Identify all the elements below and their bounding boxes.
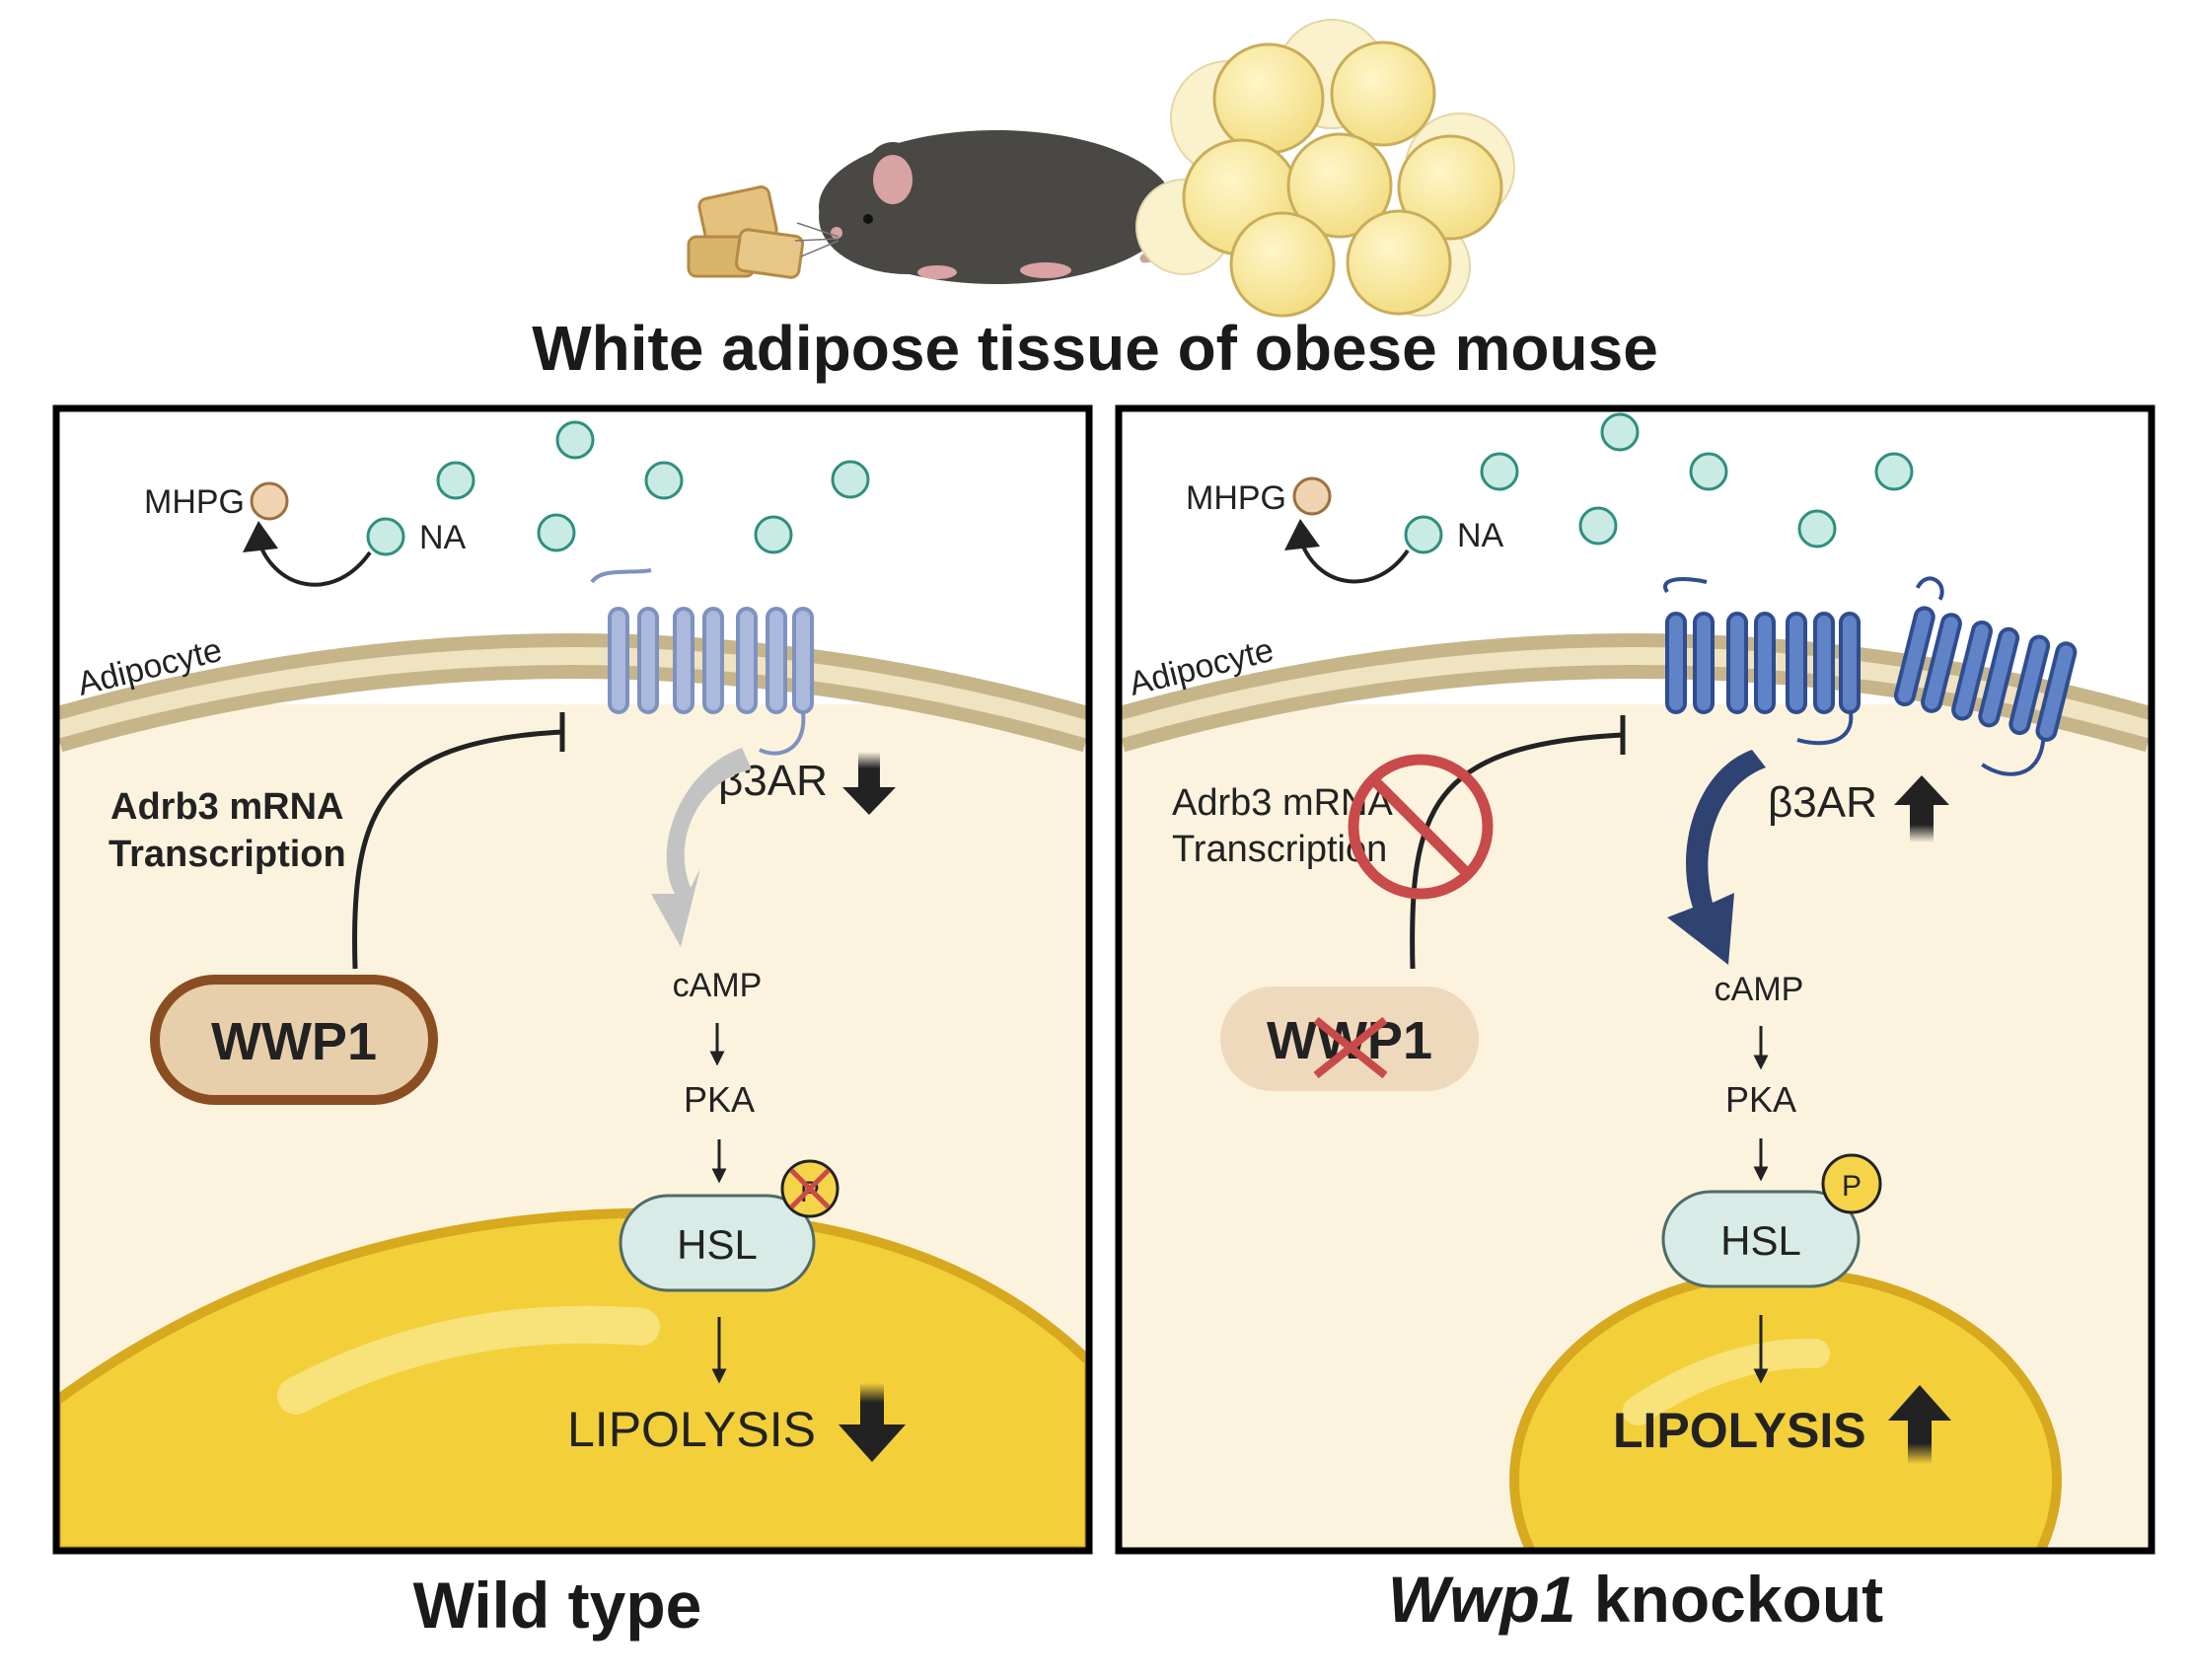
mhpg-molecule-wt [250,481,289,521]
food-pellets-illustration [687,185,805,279]
beta3ar-receptor-wt [590,568,814,756]
na-molecules-wt [366,420,870,556]
wwp1-inhibition-line-ko [1410,732,1624,970]
transcription-label-line1-wt: Adrb3 mRNA [110,786,343,828]
receptor-up-arrow-ko [1894,775,1949,842]
hsl-label-ko: HSL [1720,1217,1801,1264]
phospho-blocked-wt: P [780,1159,840,1218]
knockout-caption-gene: Wwp1 [1388,1563,1576,1636]
lipolysis-up-arrow-ko [1888,1385,1951,1464]
lipolysis-label-ko: LIPOLYSIS [1613,1403,1866,1458]
figure-title: White adipose tissue of obese mouse [532,313,1658,384]
knockout-panel: MHPG NA Adipocyte β3AR [1115,404,2155,1555]
na-label-wt: NA [419,519,467,556]
na-molecules-ko [1404,412,1914,554]
wild-type-panel: MHPG NA Adipocyte β3AR Adrb3 mRNA Transc… [52,404,1093,1555]
mhpg-molecule-ko [1292,476,1332,516]
lipolysis-label-wt: LIPOLYSIS [567,1402,816,1457]
pka-label-wt: PKA [684,1079,755,1120]
na-to-mhpg-arrow-wt [256,540,372,587]
pka-label-ko: PKA [1725,1079,1796,1120]
hsl-enzyme-wt [619,1194,816,1292]
wwp1-protein-ko [1220,986,1479,1091]
transcription-label-line2-wt: Transcription [109,834,346,875]
camp-label-ko: cAMP [1715,971,1804,1008]
beta3ar-receptor-ko-2 [1893,576,2078,776]
mhpg-label-wt: MHPG [144,483,245,521]
signal-arrow-ko [1667,750,1766,965]
wild-type-caption: Wild type [413,1569,702,1642]
wwp1-label-wt: WWP1 [211,1012,377,1071]
na-to-mhpg-arrow-ko [1298,538,1410,584]
receptor-down-arrow-wt [842,752,896,815]
receptor-label-ko: β3AR [1768,778,1877,827]
wild-type-frame [52,404,1093,1555]
knockout-frame [1115,404,2155,1555]
mhpg-label-ko: MHPG [1186,479,1286,517]
mouse-illustration [794,130,1250,284]
camp-label-wt: cAMP [673,967,763,1004]
hsl-enzyme-ko [1661,1190,1861,1288]
wwp1-inhibition-line-wt [352,729,563,970]
knockout-caption-rest: knockout [1575,1563,1883,1636]
hsl-label-wt: HSL [677,1221,758,1268]
no-transcription-icon [1348,754,1494,900]
svg-text:P: P [1842,1170,1862,1203]
wwp1-label-ko: WWP1 [1267,1011,1432,1070]
knockout-caption: Wwp1 knockout [1388,1563,1883,1636]
adipose-tissue-illustration [1135,19,1515,318]
wwp1-deleted-cross-icon [1313,1016,1388,1079]
beta3ar-receptor-ko-1 [1663,577,1861,746]
signal-arrow-wt [651,748,752,947]
na-label-ko: NA [1457,517,1504,554]
wwp1-protein-wt [150,975,438,1105]
phospho-group-ko: P [1821,1153,1882,1214]
lipolysis-down-arrow-wt [839,1383,906,1462]
